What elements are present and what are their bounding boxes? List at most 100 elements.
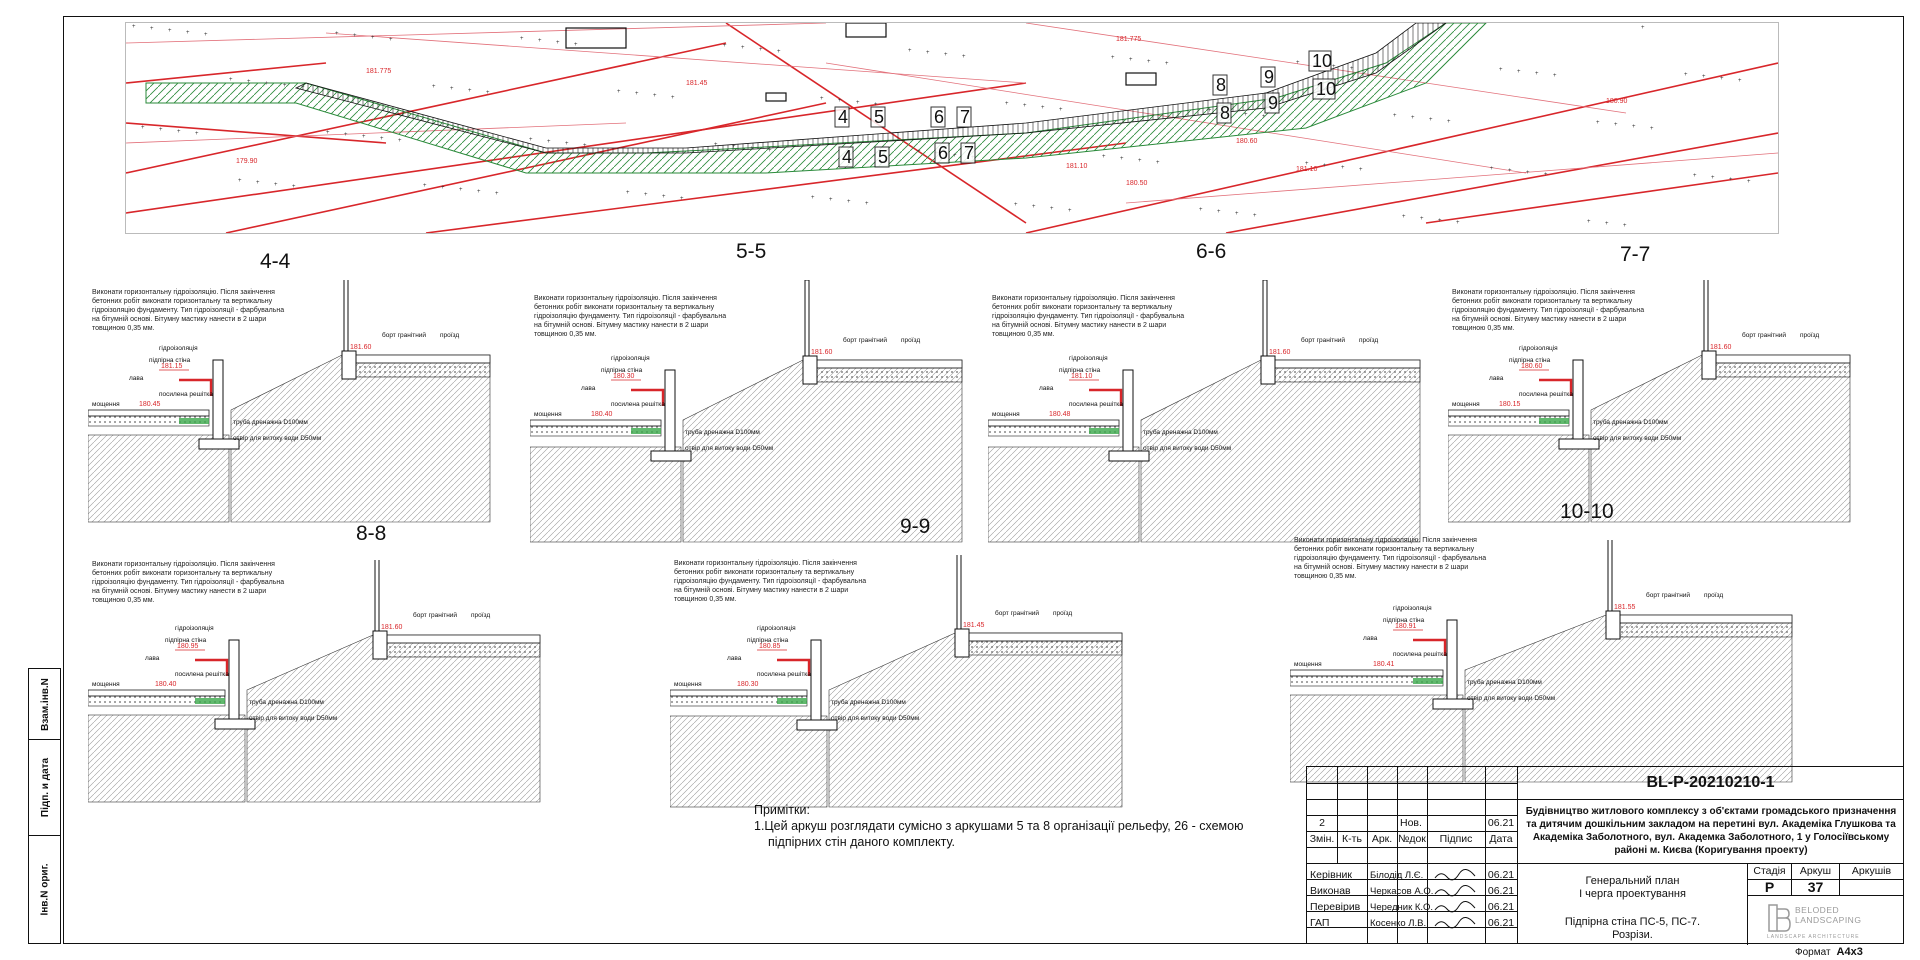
label-paving: мощення (674, 681, 702, 688)
svg-text:+: + (732, 144, 736, 150)
elevation-mark: 180.40 (591, 411, 613, 418)
svg-text:+: + (1244, 112, 1248, 118)
svg-text:+: + (1499, 67, 1503, 73)
label-paving: мощення (992, 411, 1020, 418)
label-bench: лава (727, 655, 742, 662)
svg-text:+: + (274, 182, 278, 188)
plan-title: Генеральний план I черга проектування (1579, 875, 1686, 900)
elevation-mark: 180.15 (1499, 401, 1521, 408)
label-waterproof: гідроізоляція (1519, 344, 1558, 352)
person-role: Перевірив (1310, 901, 1361, 913)
svg-text:+: + (1111, 55, 1115, 61)
project-title: Будівництво житлового комплексу з об'єкт… (1525, 806, 1897, 856)
label-curb: борт гранітний (843, 336, 887, 344)
plan-elevation: 181.775 (1116, 36, 1141, 43)
svg-text:+: + (432, 84, 436, 90)
svg-text:+: + (256, 180, 260, 186)
svg-text:+: + (229, 77, 233, 83)
header-cell: К-ть (1342, 833, 1362, 845)
label-drain-pipe: труба дренажна D100мм (1143, 428, 1218, 436)
label-drive: проїзд (1800, 332, 1819, 339)
svg-text:+: + (1023, 103, 1027, 109)
svg-text:+: + (1068, 208, 1072, 214)
label-drive: проїзд (1359, 337, 1378, 344)
plan-elevation: 181.45 (686, 80, 708, 87)
svg-text:+: + (1050, 206, 1054, 212)
plan-section-marker: 6 (934, 107, 944, 127)
svg-text:+: + (1402, 214, 1406, 220)
svg-text:+: + (1156, 160, 1160, 166)
elevation-mark: 180.60 (1521, 363, 1543, 370)
svg-text:+: + (1544, 172, 1548, 178)
label-grate: посилена решітка (159, 390, 213, 398)
elevation-mark: 180.41 (1373, 661, 1395, 668)
svg-text:+: + (195, 131, 199, 137)
elevation-mark: 181.60 (1710, 344, 1732, 351)
label-drain-pipe: труба дренажна D100мм (1593, 418, 1668, 426)
svg-text:+: + (1120, 156, 1124, 162)
header-cell: Дата (1489, 833, 1513, 845)
plan-elevation: 180.50 (1126, 180, 1148, 187)
svg-text:+: + (714, 142, 718, 148)
svg-text:+: + (1138, 158, 1142, 164)
person-date: 06.21 (1487, 917, 1515, 929)
label-wall: підпірна стіна (1509, 356, 1551, 364)
svg-text:+: + (626, 190, 630, 196)
svg-text:+: + (565, 141, 569, 147)
svg-text:+: + (477, 189, 481, 195)
svg-text:+: + (750, 146, 754, 152)
svg-text:+: + (1147, 59, 1151, 65)
svg-text:+: + (811, 195, 815, 201)
svg-text:+: + (450, 86, 454, 92)
label-wall: підпірна стіна (149, 356, 191, 364)
label-bench: лава (129, 375, 144, 382)
document-code: BL-P-20210210-1 (1646, 774, 1775, 791)
notes-block: Примітки: 1.Цей аркуш розглядати сумісно… (754, 802, 1243, 850)
svg-text:+: + (1508, 168, 1512, 174)
label-grate: посилена решітка (1519, 390, 1573, 398)
elevation-mark: 181.60 (350, 344, 372, 351)
plan-section-marker: 4 (838, 107, 848, 127)
svg-text:+: + (1005, 101, 1009, 107)
svg-text:+: + (459, 187, 463, 193)
notes-line-2: підпірних стін даного комплекту. (768, 835, 955, 849)
svg-text:+: + (1332, 64, 1336, 70)
label-curb: борт гранітний (382, 331, 426, 339)
svg-text:+: + (547, 139, 551, 145)
label-grate: посилена решітка (757, 670, 811, 678)
side-stamp-strip: Взам.інв.N Підп. и дата Інв.N ориг. (28, 668, 61, 944)
svg-text:+: + (1650, 126, 1654, 132)
label-holes: отвір для витоку води D50мм (1593, 434, 1682, 442)
label-wall: підпірна стіна (747, 636, 789, 644)
svg-text:+: + (723, 43, 727, 49)
svg-text:+: + (371, 35, 375, 41)
svg-text:+: + (283, 83, 287, 89)
label-grate: посилена решітка (611, 400, 665, 408)
elevation-mark: 180.95 (177, 643, 199, 650)
plan-section-marker: 8 (1220, 103, 1230, 123)
sheet-label: Аркуш (1799, 865, 1832, 877)
svg-text:+: + (856, 100, 860, 106)
svg-text:+: + (1720, 76, 1724, 82)
svg-text:+: + (168, 28, 172, 34)
label-paving: мощення (1294, 661, 1322, 668)
label-holes: отвір для витоку води D50мм (1143, 444, 1232, 452)
side-label-sign-date: Підп. и дата (40, 757, 51, 817)
label-paving: мощення (92, 681, 120, 688)
label-curb: борт гранітний (995, 609, 1039, 617)
svg-text:+: + (829, 197, 833, 203)
svg-text:+: + (1535, 71, 1539, 77)
svg-text:+: + (1447, 119, 1451, 125)
svg-text:+: + (238, 178, 242, 184)
svg-text:+: + (917, 149, 921, 155)
svg-text:+: + (777, 49, 781, 55)
svg-text:+: + (908, 48, 912, 54)
plan-elevation: 180.60 (1236, 138, 1258, 145)
signature (1434, 869, 1476, 881)
format-value: A4x3 (1836, 946, 1863, 958)
svg-text:+: + (583, 143, 587, 149)
